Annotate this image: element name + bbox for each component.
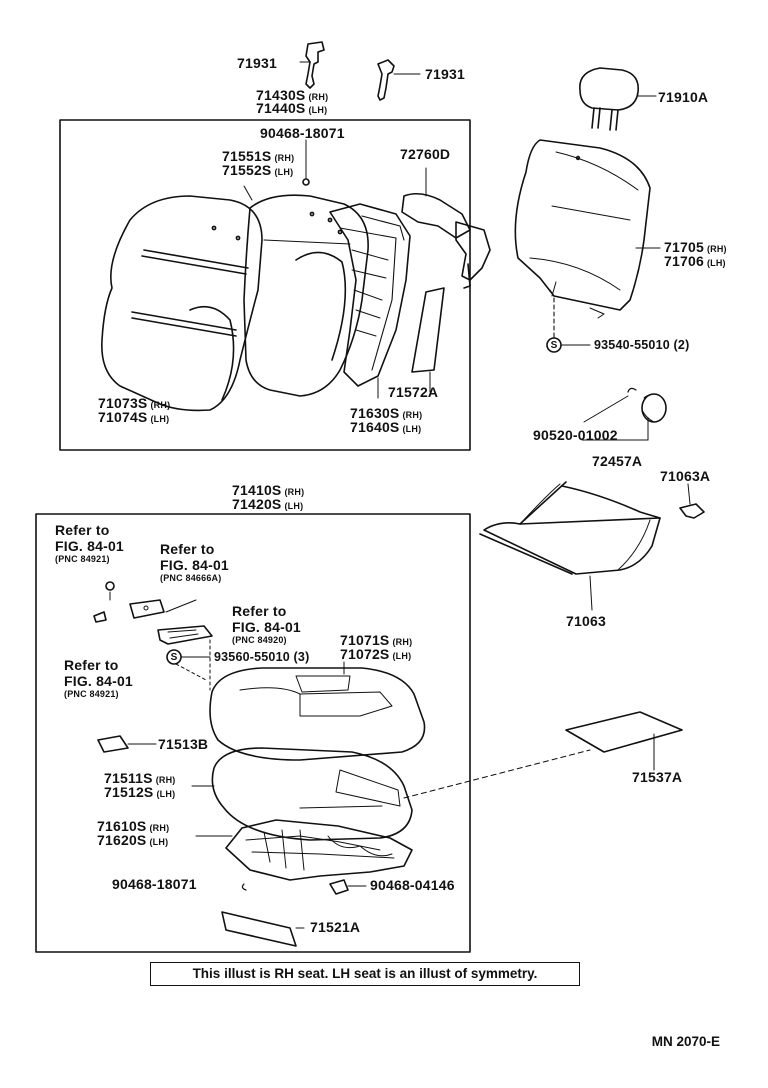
headrest-guide-right-drawing bbox=[377, 59, 421, 101]
symmetry-note: This illust is RH seat. LH seat is an il… bbox=[150, 962, 580, 986]
part-71706: 71706(LH) bbox=[664, 253, 726, 269]
seatback-assembly-drawing bbox=[514, 139, 661, 339]
part-71511s: 71511S(RH) bbox=[104, 770, 176, 786]
seat-cushion-group-box bbox=[35, 513, 471, 953]
part-90468-04146: 90468-04146 bbox=[370, 877, 455, 893]
part-71630s: 71630S(RH) bbox=[350, 405, 423, 421]
part-90468-18071-bottom: 90468-18071 bbox=[112, 876, 197, 892]
part-71552s: 71552S(LH) bbox=[222, 162, 294, 178]
clip-bottom-drawing bbox=[241, 879, 367, 895]
part-71073s: 71073S(RH) bbox=[98, 395, 171, 411]
seatback-cover-front-drawing bbox=[101, 195, 263, 412]
part-71074s: 71074S(LH) bbox=[98, 409, 170, 425]
seat-cover-drawing bbox=[209, 661, 426, 761]
ref-note-3: Refer to FIG. 84-01 (PNC 84920) bbox=[232, 603, 301, 645]
part-71440s: 71440S(LH) bbox=[256, 100, 328, 116]
part-71572a: 71572A bbox=[388, 384, 439, 400]
part-71430s: 71430S(RH) bbox=[256, 87, 329, 103]
screw-symbol-top-label: S bbox=[550, 340, 558, 351]
recliner-drawing bbox=[401, 167, 491, 289]
part-93540-55010: 93540-55010 (2) bbox=[594, 338, 690, 352]
part-90520-01002: 90520-01002 bbox=[533, 427, 618, 443]
headrest-guide-left-drawing bbox=[299, 41, 325, 89]
part-71512s: 71512S(LH) bbox=[104, 784, 176, 800]
part-71931-right: 71931 bbox=[425, 66, 465, 82]
part-71072s: 71072S(LH) bbox=[340, 646, 412, 662]
part-71705: 71705(RH) bbox=[664, 239, 727, 255]
part-71910a: 71910A bbox=[658, 89, 709, 105]
part-71521a: 71521A bbox=[310, 919, 361, 935]
seat-pad-drawing bbox=[191, 747, 413, 841]
screw-symbol-top bbox=[546, 337, 591, 353]
seatback-pad-drawing bbox=[243, 185, 369, 397]
recliner-knob-drawing bbox=[581, 387, 667, 441]
part-93560-55010: 93560-55010 (3) bbox=[214, 650, 310, 664]
ref-note-1: Refer to FIG. 84-01 (PNC 84921) bbox=[55, 522, 124, 564]
seat-cushion-cover-drawing bbox=[479, 481, 661, 611]
diagram-code: MN 2070-E bbox=[651, 1034, 720, 1049]
part-71063: 71063 bbox=[566, 613, 606, 629]
headrest-drawing bbox=[579, 67, 657, 131]
part-90468-18071-top: 90468-18071 bbox=[260, 125, 345, 141]
part-71420s: 71420S(LH) bbox=[232, 496, 304, 512]
cushion-clip-drawing bbox=[679, 483, 705, 519]
small-parts-drawing bbox=[93, 581, 213, 691]
part-72457a: 72457A bbox=[592, 453, 643, 469]
part-71551s: 71551S(RH) bbox=[222, 148, 295, 164]
ref-note-4: Refer to FIG. 84-01 (PNC 84921) bbox=[64, 657, 133, 699]
part-71410s: 71410S(RH) bbox=[232, 482, 305, 498]
part-71537a: 71537A bbox=[632, 769, 683, 785]
part-71063a: 71063A bbox=[660, 468, 711, 484]
part-72760d: 72760D bbox=[400, 146, 451, 162]
part-71513b: 71513B bbox=[158, 736, 209, 752]
seatback-frame-drawing bbox=[329, 203, 411, 399]
ref-note-2: Refer to FIG. 84-01 (PNC 84666A) bbox=[160, 541, 229, 583]
bottom-board-drawing bbox=[221, 911, 305, 947]
seat-board-drawing bbox=[565, 711, 683, 771]
part-71620s: 71620S(LH) bbox=[97, 832, 169, 848]
back-board-drawing bbox=[411, 287, 445, 393]
clip-top-drawing bbox=[302, 139, 310, 186]
small-pad-drawing bbox=[97, 735, 157, 753]
seat-frame-drawing bbox=[195, 819, 413, 881]
part-71071s: 71071S(RH) bbox=[340, 632, 413, 648]
part-71610s: 71610S(RH) bbox=[97, 818, 170, 834]
part-71931-left: 71931 bbox=[237, 55, 277, 71]
screw-symbol-bottom-label: S bbox=[170, 652, 178, 663]
part-71640s: 71640S(LH) bbox=[350, 419, 422, 435]
